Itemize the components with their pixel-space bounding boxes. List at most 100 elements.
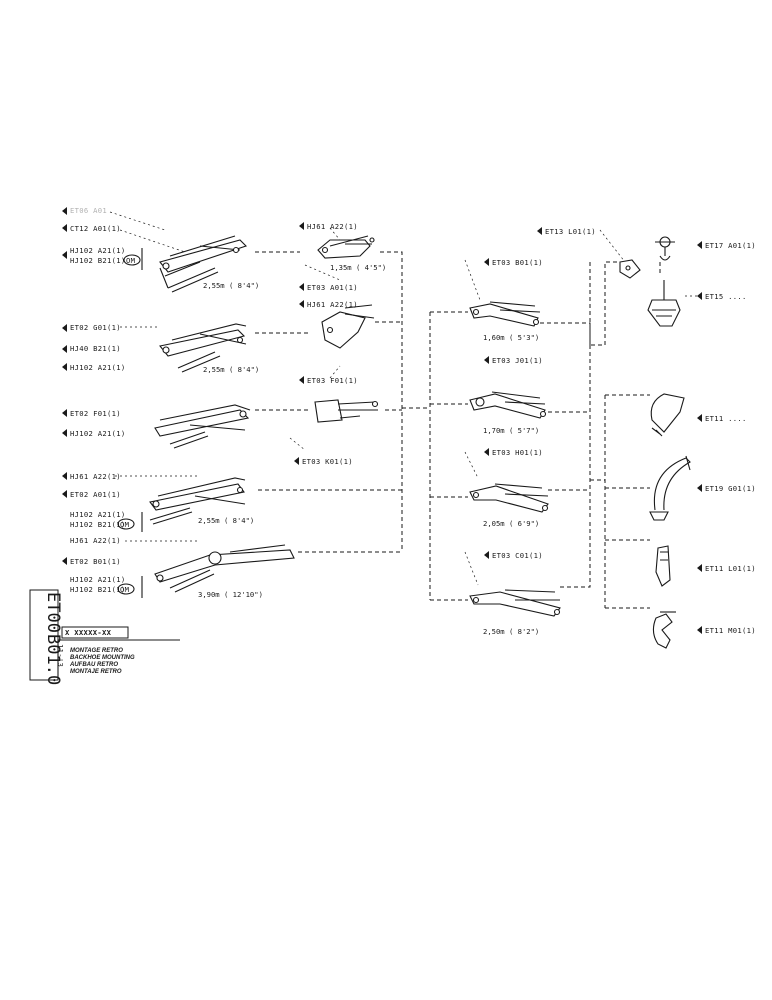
title-fr: MONTAGE RETRO	[70, 648, 123, 654]
arrow-icon	[697, 626, 702, 634]
part-label: ET15 ....	[705, 292, 747, 301]
dimension-labels: 2,55m ( 8'4") 2,55m ( 8'4") 2,55m ( 8'4"…	[198, 263, 539, 636]
labels-column-4: ET17 A01(1) ET15 .... ET11 .... ET19 G01…	[705, 241, 756, 635]
dimension-label: 3,90m ( 12'10")	[198, 590, 263, 599]
part-label: HJ61 A22(1)	[70, 536, 121, 545]
grab-drawing	[647, 280, 681, 327]
arrow-icon	[697, 484, 702, 492]
arrow-icon	[697, 564, 702, 572]
leader	[464, 259, 481, 301]
part-label: ET02 B01(1)	[70, 557, 121, 566]
part-label: ET03 J01(1)	[492, 356, 543, 365]
leader	[119, 229, 186, 253]
part-label: ET02 A01(1)	[70, 490, 121, 499]
arrow-icon	[62, 224, 67, 232]
title-rule	[57, 639, 180, 680]
arm-drawing-1	[469, 301, 541, 327]
mount-drawing-2	[321, 304, 375, 349]
arrow-icon	[484, 551, 489, 559]
link-bus-col2	[380, 251, 403, 552]
arm-drawing-2	[469, 391, 547, 419]
arrow-icon	[697, 241, 702, 249]
labels-column-3: ET03 B01(1) ET03 J01(1) ET03 H01(1) ET03…	[492, 227, 596, 560]
sheet-code-top: ET00	[43, 592, 63, 633]
arrow-icon	[484, 356, 489, 364]
arrow-icon	[294, 457, 299, 465]
part-label: HJ102 B21(1)	[70, 520, 126, 529]
dimension-label: 2,55m ( 8'4")	[203, 365, 259, 374]
arrow-icon	[484, 448, 489, 456]
part-label: HJ40 B21(1)	[70, 344, 121, 353]
link-tools-bus	[589, 262, 605, 346]
doc-ref: X XXXXX-XX	[65, 628, 112, 637]
leader	[464, 551, 479, 586]
arrow-icon	[299, 222, 304, 230]
part-label: ET02 G01(1)	[70, 323, 121, 332]
boom-drawing-3	[154, 404, 251, 449]
part-label: ET11 ....	[705, 414, 747, 423]
dimension-label: 2,05m ( 6'9")	[483, 519, 539, 528]
part-label: ET17 A01(1)	[705, 241, 756, 250]
arrow-icon	[62, 345, 67, 353]
arrow-icon	[299, 376, 304, 384]
part-label: ET03 A01(1)	[307, 283, 358, 292]
arrow-icon	[62, 472, 67, 480]
link-arm1-out	[540, 322, 591, 346]
dimension-label: 2,50m ( 8'2")	[483, 627, 539, 636]
title-en: BACKHOE MOUNTING	[70, 655, 135, 661]
adapter-drawing	[619, 259, 641, 279]
part-label: CT12 A01(1)	[70, 224, 121, 233]
part-label: ET03 K01(1)	[302, 457, 353, 466]
part-label: HJ102 A21(1)	[70, 246, 126, 255]
part-label: ET02 F01(1)	[70, 409, 121, 418]
mount-drawing-3	[314, 399, 379, 423]
part-label: HJ61 A22(1)	[307, 222, 358, 231]
om-badge	[123, 254, 141, 266]
arm-drawing-4	[469, 589, 561, 617]
leader	[304, 264, 341, 281]
part-label: HJ102 A21(1)	[70, 575, 126, 584]
om-badge-label: OM	[126, 256, 136, 265]
part-label: ET19 G01(1)	[705, 484, 756, 493]
part-label: ET03 H01(1)	[492, 448, 543, 457]
arrow-icon	[62, 363, 67, 371]
sheet-code-small: 11-'3	[56, 644, 65, 667]
part-label: HJ61 A22(1)	[70, 472, 121, 481]
arrow-icon	[62, 251, 67, 259]
arrow-icon	[299, 300, 304, 308]
part-label: ET11 M01(1)	[705, 626, 756, 635]
code-frame	[29, 589, 59, 681]
boom-drawing-2	[159, 323, 247, 373]
title-de: AUFBAU RETRO	[69, 662, 118, 668]
om-badge-label: OM	[120, 520, 130, 529]
arrow-icon	[299, 283, 304, 291]
arm-drawing-3	[469, 483, 549, 513]
arrow-icon	[697, 414, 702, 422]
part-label: ET11 L01(1)	[705, 564, 756, 573]
part-label: ET13 L01(1)	[545, 227, 596, 236]
dimension-label: 1,60m ( 5'3")	[483, 333, 539, 342]
link-arm4-out	[560, 520, 591, 588]
part-label: HJ102 B21(1)	[70, 585, 126, 594]
doc-ref-box	[61, 626, 129, 639]
title-es: MONTAJE RETRO	[70, 669, 122, 675]
boom-drawing-1	[159, 235, 248, 293]
bucket-drawing	[650, 393, 685, 437]
part-label: ET03 C01(1)	[492, 551, 543, 560]
part-label: ET03 B01(1)	[492, 258, 543, 267]
arrow-icon	[62, 429, 67, 437]
boom-drawing-4	[149, 477, 246, 525]
title-block: ET00 B01.0 11-'3 X XXXXX-XX MONTAGE RETR…	[29, 589, 180, 685]
part-label-faded: ET06 A01	[70, 206, 107, 215]
reference-arrows	[62, 207, 702, 634]
leader	[289, 437, 306, 451]
link-tool-bus-top	[604, 261, 625, 345]
om-badge	[117, 518, 135, 530]
om-badge-label: OM	[120, 585, 130, 594]
ripper-drawing	[649, 455, 691, 521]
boom-drawing-5	[154, 544, 295, 593]
dimension-label: 2,55m ( 8'4")	[203, 281, 259, 290]
arrow-icon	[62, 490, 67, 498]
part-label: HJ102 B21(1)	[70, 256, 126, 265]
